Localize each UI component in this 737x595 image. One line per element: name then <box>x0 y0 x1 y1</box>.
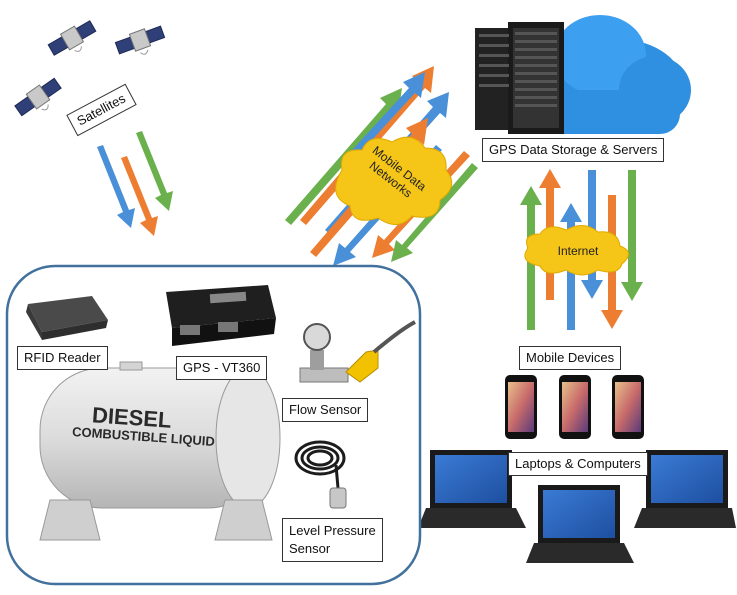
arrow-blue-down-1 <box>343 72 425 165</box>
laptop-icon-1 <box>418 450 526 528</box>
satellite-icon-1 <box>47 20 97 56</box>
level-pressure-sensor-icon <box>294 440 347 509</box>
mobile-data-cloud-shape <box>335 136 453 225</box>
diesel-tank-icon <box>39 361 281 541</box>
phone-icon-3 <box>612 375 644 439</box>
rfid-reader-icon <box>26 296 108 340</box>
arrow-blue-down <box>97 145 135 228</box>
laptop-icon-2 <box>526 485 634 563</box>
internet-cloud-shape <box>524 225 629 276</box>
level-pressure-line2: Sensor <box>289 541 331 556</box>
level-pressure-line1: Level Pressure <box>289 523 376 538</box>
phone-icon-1 <box>505 375 537 439</box>
arrow-green-down <box>136 131 173 211</box>
phone-icon-2 <box>559 375 591 439</box>
flow-sensor-icon <box>299 320 416 383</box>
satellite-signal-arrows <box>97 131 173 236</box>
rfid-reader-label: RFID Reader <box>17 346 108 370</box>
gps-device-label: GPS - VT360 <box>176 356 268 380</box>
laptop-icon-3 <box>634 450 736 528</box>
arrow-green-down-a <box>621 170 643 301</box>
level-pressure-sensor-label: Level Pressure Sensor <box>282 518 383 562</box>
gps-data-storage-label: GPS Data Storage & Servers <box>482 138 665 162</box>
gps-device-icon <box>166 285 276 346</box>
satellite-icon-2 <box>114 25 166 55</box>
server-rack-icon <box>475 15 691 134</box>
laptops-computers-label: Laptops & Computers <box>508 452 648 476</box>
mobile-devices-label: Mobile Devices <box>519 346 622 370</box>
satellite-icon-3 <box>14 77 62 117</box>
arrow-orange-down <box>121 156 158 236</box>
internet-text: Internet <box>557 244 599 258</box>
flow-sensor-label: Flow Sensor <box>282 398 369 422</box>
